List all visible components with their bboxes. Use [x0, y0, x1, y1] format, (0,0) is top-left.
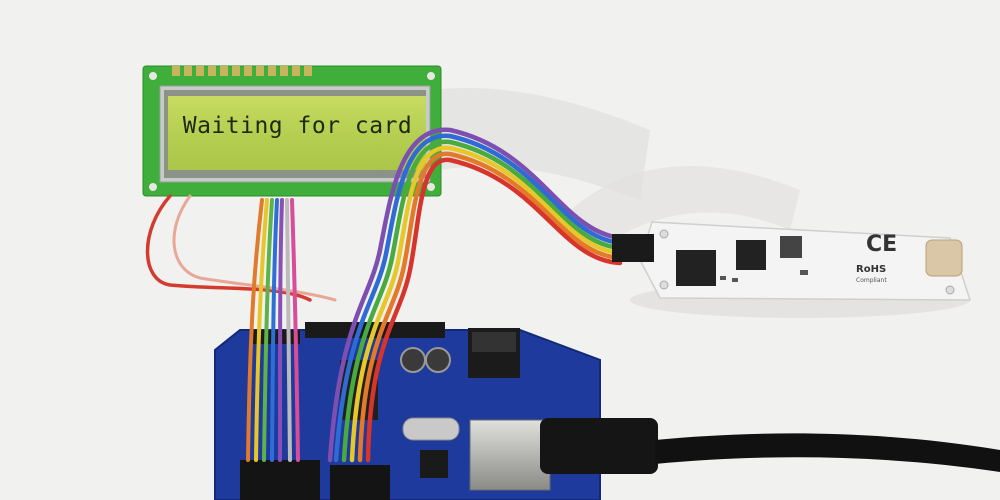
rohs-label: RoHS [856, 264, 887, 275]
rainbow-ribbon-rfid [327, 127, 623, 463]
rainbow-wires-left [246, 198, 300, 462]
compliant-label: Compliant [856, 277, 887, 284]
red-wires [145, 194, 337, 302]
lcd-module [142, 65, 442, 197]
lcd-display-text: Waiting for card [182, 113, 413, 139]
ce-mark: CE [866, 232, 898, 257]
arduino-board [214, 322, 601, 500]
rfid-module [612, 221, 972, 301]
usb-cable [540, 418, 1000, 474]
